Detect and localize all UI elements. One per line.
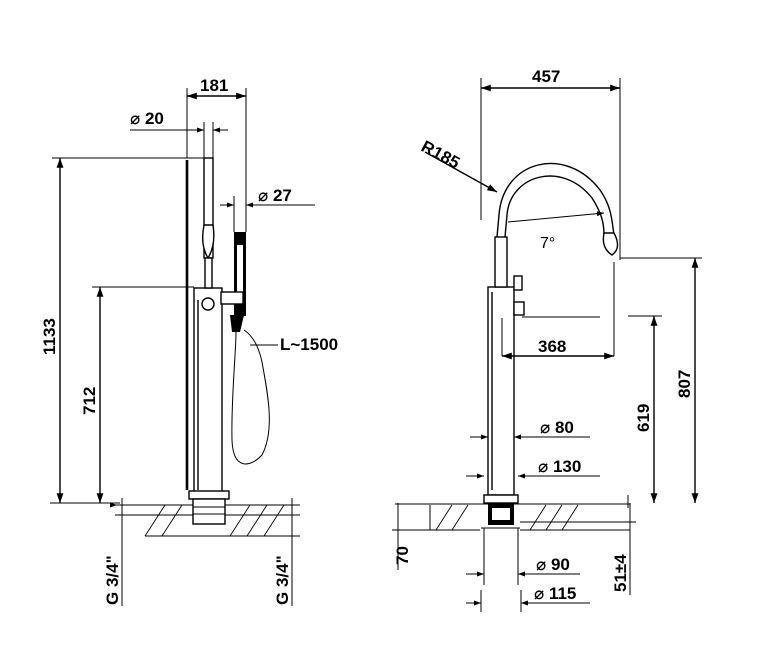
dim-height-lower-label: 619 — [634, 404, 653, 432]
dim-diameter-base-label: ⌀ 130 — [538, 457, 581, 476]
dim-radius-label: R185 — [418, 137, 463, 173]
dim-width-label: 181 — [200, 76, 228, 95]
dim-diameter-pipe-label: ⌀ 20 — [130, 109, 164, 128]
thread-left-label: G 3/4" — [103, 555, 122, 605]
dim-619: 619 — [627, 315, 662, 508]
dim-angle: 7° — [507, 211, 605, 252]
dim-hose-length-label: L~1500 — [280, 335, 338, 354]
dim-diameter-115: ⌀ 115 — [466, 584, 590, 612]
dim-diameter-90: ⌀ 90 — [466, 528, 580, 585]
dim-457: 457 — [480, 67, 621, 260]
thread-right-label: G 3/4" — [273, 555, 292, 605]
dim-reach-label: 457 — [532, 67, 560, 86]
dim-diameter-20: ⌀ 20 — [130, 109, 228, 158]
left-view: 181 ⌀ 20 ⌀ 27 1133 712 — [40, 76, 338, 606]
dim-807: 807 — [620, 257, 702, 503]
dim-height-total-label: 1133 — [40, 318, 59, 355]
dim-51: 51±4 — [520, 503, 636, 595]
dim-181: 181 — [186, 76, 247, 232]
dim-tolerance-label: 51±4 — [611, 554, 630, 592]
thread-callouts: G 3/4" G 3/4" — [103, 498, 293, 606]
dim-diameter-body-label: ⌀ 80 — [540, 418, 574, 437]
dim-diameter-handshower-label: ⌀ 27 — [258, 186, 292, 205]
dim-floor-depth-label: 70 — [393, 546, 412, 565]
dim-1133: 1133 — [40, 157, 204, 504]
dim-height-outlet-label: 807 — [675, 370, 694, 398]
dim-368: 368 — [501, 262, 615, 360]
dim-diameter-130: ⌀ 130 — [466, 457, 600, 479]
dim-diameter-80: ⌀ 80 — [470, 418, 590, 440]
dim-height-body-label: 712 — [80, 387, 99, 415]
dim-r185: R185 — [418, 137, 498, 193]
dim-spout-reach-label: 368 — [538, 337, 566, 356]
dim-70: 70 — [392, 503, 412, 570]
dim-diameter-115-label: ⌀ 115 — [534, 584, 576, 603]
left-faucet-body — [185, 157, 270, 525]
dim-diameter-90-label: ⌀ 90 — [536, 555, 570, 574]
right-faucet-body — [481, 162, 619, 529]
dim-hose-length: L~1500 — [250, 335, 338, 354]
dim-712: 712 — [80, 286, 194, 503]
right-view: 457 R185 7° 368 807 — [392, 67, 702, 612]
dim-angle-label: 7° — [540, 235, 555, 252]
dim-diameter-27: ⌀ 27 — [220, 186, 315, 232]
